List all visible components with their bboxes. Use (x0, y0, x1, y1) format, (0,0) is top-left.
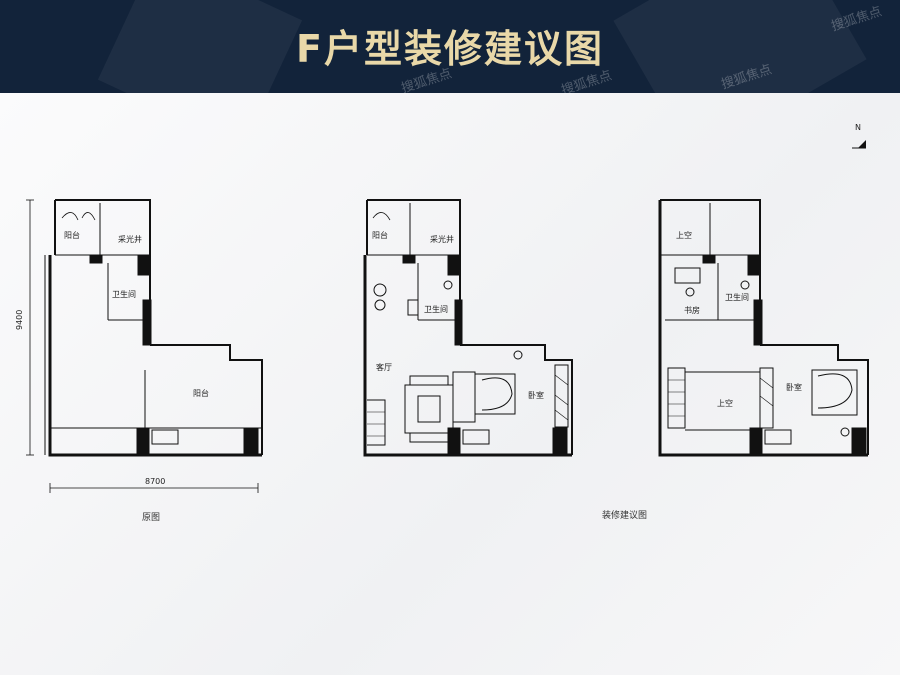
room-label: 阳台 (193, 388, 209, 398)
room-label: 卫生间 (725, 292, 749, 302)
caption-original: 原图 (142, 513, 161, 523)
room-label: 阳台 (64, 230, 80, 240)
plan-upper-floor (658, 199, 869, 457)
room-label: 卫生间 (112, 289, 136, 299)
header-banner: F户型装修建议图 搜狐焦点 搜狐焦点 搜狐焦点 搜狐焦点 (0, 0, 900, 93)
room-label: 卧室 (528, 390, 544, 400)
room-label: 书房 (684, 305, 700, 315)
compass-label: N (855, 123, 861, 132)
plan-lower-floor (363, 199, 573, 457)
room-label: 客厅 (376, 362, 392, 372)
room-label: 卫生间 (424, 304, 448, 314)
dim-width: 8700 (145, 477, 165, 486)
north-arrow-icon: N (852, 123, 866, 149)
room-label: 采光井 (430, 234, 454, 244)
room-label: 上空 (676, 230, 692, 240)
page-title: F户型装修建议图 (296, 27, 604, 71)
dim-height: 9400 (15, 310, 24, 330)
room-label: 阳台 (372, 230, 388, 240)
room-label: 卧室 (786, 382, 802, 392)
drawing-sheet (0, 93, 900, 675)
plan-original (26, 199, 263, 493)
room-label: 上空 (717, 398, 733, 408)
caption-suggestion: 装修建议图 (602, 511, 648, 521)
room-label: 采光井 (118, 234, 142, 244)
